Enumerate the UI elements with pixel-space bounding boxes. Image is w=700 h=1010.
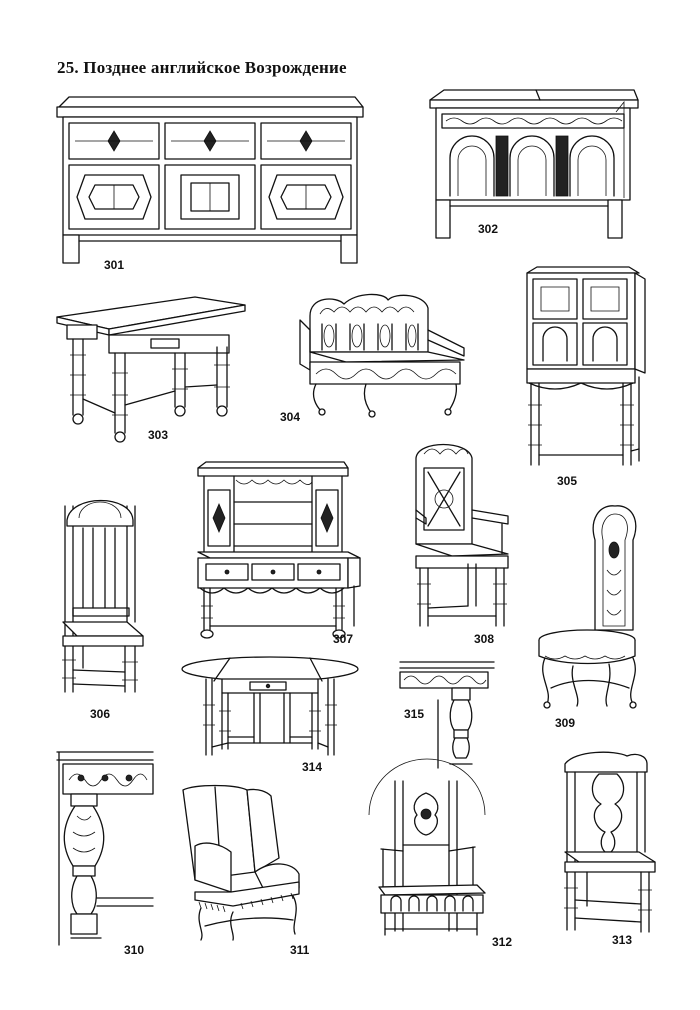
figure-310-label: 310 [124,943,145,957]
figure-306-chair-drawing [55,492,150,704]
figure-308-label: 308 [474,632,495,646]
figure-303-label: 303 [148,428,169,442]
figure-306-label: 306 [90,707,111,721]
figure-305-cupboard-drawing [525,265,649,475]
figure-312-armchair-drawing [357,755,497,940]
figure-312-label: 312 [492,935,513,949]
figure-304-settee-drawing [296,290,470,418]
figure-315-label: 315 [404,707,425,721]
figure-311-label: 311 [290,943,310,957]
figure-308-armchair-drawing [408,438,516,638]
figure-309-label: 309 [555,716,576,730]
figure-310-table-leg-detail-drawing [55,750,155,945]
figure-311-wing-chair-drawing [175,782,315,944]
figure-302-chest-drawing [428,88,640,240]
figure-313-label: 313 [612,933,633,947]
figure-314-label: 314 [302,760,323,774]
figure-315-table-leg-detail-drawing [398,660,498,770]
figure-302-label: 302 [478,222,499,236]
figure-301-sideboard-drawing [55,95,367,265]
figure-309-chair-drawing [533,500,651,712]
figure-304-label: 304 [280,410,301,424]
page-title: 25. Позднее английское Возрождение [57,58,347,77]
figure-307-dresser-drawing [196,460,364,640]
figure-305-label: 305 [557,474,578,488]
figure-307-label: 307 [333,632,354,646]
figure-314-gateleg-table-drawing [180,655,360,765]
figure-301-label: 301 [104,258,125,272]
figure-303-table-drawing [55,295,247,445]
figure-313-chair-drawing [555,748,660,940]
